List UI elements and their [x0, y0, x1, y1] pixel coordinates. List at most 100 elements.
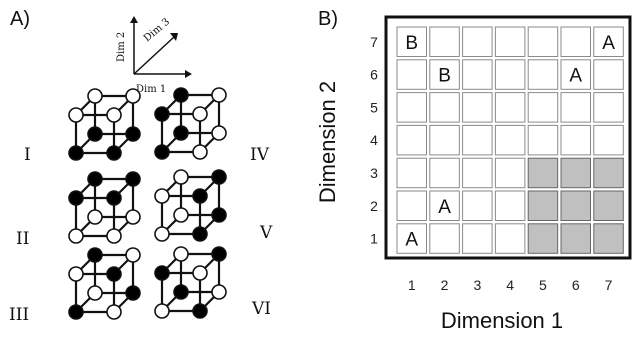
grid-cell-shaded — [527, 223, 559, 254]
grid-cell — [462, 223, 493, 254]
empty-vertex — [87, 285, 103, 301]
grid-cell-shaded — [593, 223, 624, 254]
grid-cell — [494, 223, 526, 254]
empty-vertex — [173, 207, 189, 223]
grid-cell-shaded — [527, 157, 559, 189]
grid-cell — [429, 124, 460, 156]
x-tick-label: 6 — [572, 277, 580, 293]
grid-cell — [527, 26, 559, 57]
filled-vertex — [106, 266, 122, 282]
x-tick-label: 4 — [506, 277, 514, 293]
grid-cell — [462, 59, 493, 90]
grid-cell — [560, 124, 591, 156]
empty-vertex — [106, 228, 122, 244]
filled-vertex — [106, 190, 122, 206]
grid-cell-shaded — [560, 157, 591, 189]
empty-vertex — [192, 144, 208, 160]
grid-frame — [384, 15, 632, 260]
cell-letter: A — [405, 230, 418, 251]
filled-vertex — [211, 207, 227, 223]
empty-vertex — [173, 246, 189, 262]
roman-label-i: I — [24, 145, 31, 165]
empty-vertex — [106, 304, 122, 320]
filled-vertex — [192, 303, 208, 319]
x-axis-label: Dimension 1 — [441, 308, 563, 333]
filled-vertex — [68, 304, 84, 320]
cube-iii — [68, 247, 141, 320]
filled-vertex — [68, 145, 84, 161]
grid-cell — [527, 59, 559, 90]
filled-vertex — [192, 188, 208, 204]
dim2-label: Dim 2 — [116, 32, 127, 62]
y-tick-label: 7 — [370, 34, 378, 50]
empty-vertex — [192, 265, 208, 281]
panel-a-label: A) — [10, 8, 30, 30]
grid-cell — [560, 92, 591, 123]
empty-vertex — [87, 209, 103, 225]
grid-cell — [593, 26, 624, 57]
roman-label-vi: VI — [251, 299, 271, 319]
roman-label-iii: III — [9, 305, 29, 325]
filled-vertex — [106, 145, 122, 161]
cube-layer — [68, 87, 227, 320]
dim3-label: Dim 3 — [142, 16, 172, 44]
dim3-arrow — [133, 36, 175, 75]
empty-vertex — [211, 125, 227, 141]
grid-cell-shaded — [560, 223, 591, 254]
empty-vertex — [154, 188, 170, 204]
y-tick-label: 3 — [370, 165, 378, 181]
x-tick-label: 1 — [408, 277, 416, 293]
y-tick-label: 6 — [370, 67, 378, 83]
grid-cell — [494, 157, 526, 189]
filled-vertex — [154, 265, 170, 281]
x-tick-label: 2 — [441, 277, 449, 293]
grid-cell — [494, 59, 526, 90]
grid-cell — [396, 26, 427, 57]
grid-cell — [396, 92, 427, 123]
cube-ii — [68, 171, 141, 244]
grid-cell — [396, 223, 427, 254]
filled-vertex — [192, 226, 208, 242]
grid-cell-shaded — [527, 190, 559, 221]
empty-vertex — [125, 209, 141, 225]
filled-vertex — [173, 284, 189, 300]
grid-cell — [462, 157, 493, 189]
filled-vertex — [87, 171, 103, 187]
grid-cell — [494, 190, 526, 221]
empty-vertex — [154, 303, 170, 319]
grid-cell — [593, 59, 624, 90]
grid-cell — [429, 190, 460, 221]
dim1-label: Dim 1 — [136, 84, 166, 95]
grid-cell — [462, 26, 493, 57]
empty-vertex — [154, 226, 170, 242]
y-tick-label: 2 — [370, 198, 378, 214]
grid-cell-shaded — [560, 190, 591, 221]
roman-label-ii: II — [16, 229, 29, 249]
grid-cell — [429, 157, 460, 189]
grid-cell — [429, 26, 460, 57]
cell-letter: B — [405, 33, 418, 54]
x-tick-label: 7 — [605, 277, 613, 293]
panel-b-label: B) — [318, 8, 338, 30]
empty-vertex — [125, 247, 141, 263]
y-tick-label: 5 — [370, 99, 378, 115]
filled-vertex — [87, 126, 103, 142]
grid-cell-shaded — [593, 157, 624, 189]
grid-cell — [593, 124, 624, 156]
empty-vertex — [87, 88, 103, 104]
cube-iv — [154, 87, 227, 160]
cube-i — [68, 88, 141, 161]
grid-cell — [396, 59, 427, 90]
cell-letter: A — [602, 33, 615, 54]
grid-cell — [429, 59, 460, 90]
grid-cell — [429, 92, 460, 123]
filled-vertex — [87, 247, 103, 263]
filled-vertex — [68, 190, 84, 206]
roman-label-iv: IV — [250, 145, 270, 165]
empty-vertex — [211, 87, 227, 103]
empty-vertex — [68, 228, 84, 244]
grid-cell — [396, 190, 427, 221]
